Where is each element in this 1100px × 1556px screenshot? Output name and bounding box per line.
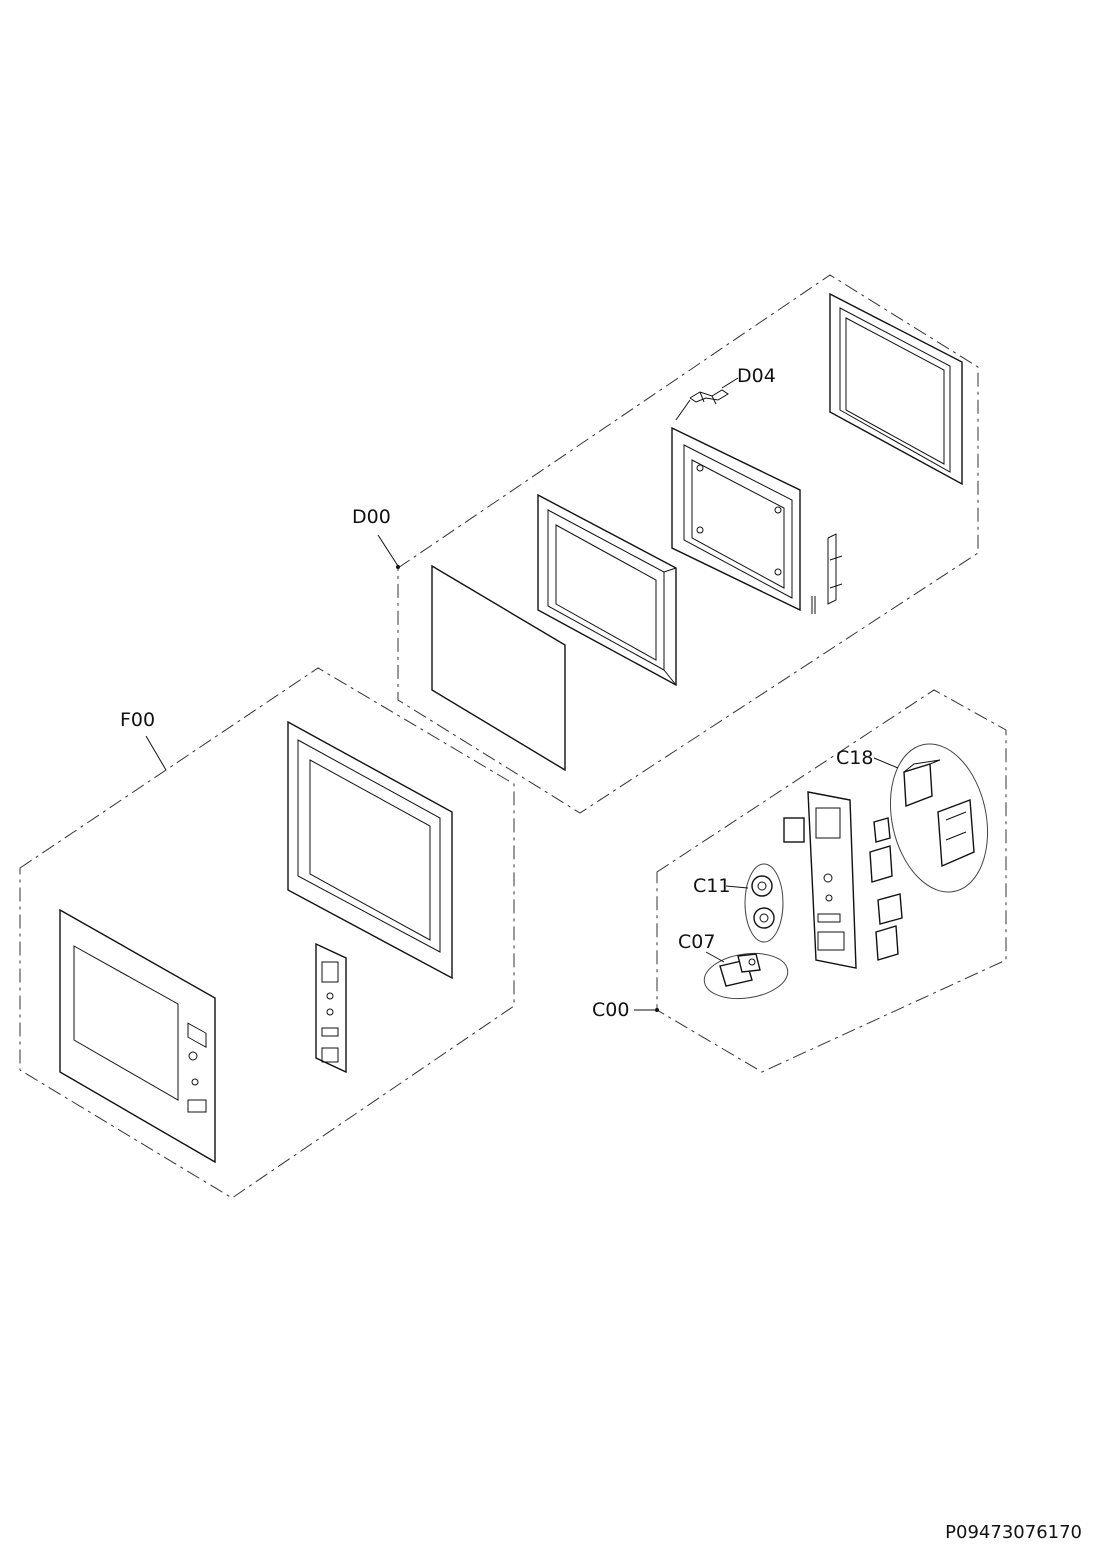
push-buttons[interactable]	[719, 953, 761, 987]
leader-d04	[721, 377, 739, 389]
door-glass-panel[interactable]	[431, 564, 566, 772]
outer-door-frame[interactable]	[829, 292, 963, 486]
control-panel-trim[interactable]	[315, 942, 347, 1074]
label-c11: C11	[693, 875, 730, 897]
control-panel-body[interactable]	[807, 791, 857, 969]
control-switches[interactable]	[869, 817, 903, 961]
mounting-frame[interactable]	[287, 720, 453, 980]
knob-set[interactable]	[751, 875, 775, 929]
label-d00: D00	[352, 506, 391, 528]
door-choke-frame[interactable]	[671, 426, 801, 612]
c18-detail-ellipse	[889, 743, 989, 893]
door-hinge-part[interactable]	[689, 389, 729, 405]
leader-c18	[873, 757, 899, 769]
display-window[interactable]	[783, 817, 805, 843]
c11-detail-ellipse	[744, 863, 784, 943]
label-c00: C00	[592, 999, 629, 1021]
group-d00-door-assembly: D04 D00	[352, 274, 979, 814]
inner-door-frame[interactable]	[537, 493, 677, 687]
group-d00-outline	[397, 274, 979, 814]
leader-c11	[725, 885, 749, 889]
control-board-module[interactable]	[903, 759, 975, 868]
label-c07: C07	[678, 931, 715, 953]
group-c00-control-panel: C18 C11	[592, 689, 1007, 1073]
group-f00-front-frame: F00	[19, 667, 515, 1199]
label-f00: F00	[120, 709, 155, 731]
leader-d00	[377, 534, 399, 567]
leader-f00	[145, 735, 167, 771]
door-latch-hooks[interactable]	[811, 533, 843, 614]
label-c18: C18	[836, 747, 873, 769]
group-f00-outline	[19, 667, 515, 1199]
c07-detail-ellipse	[703, 952, 789, 1000]
drawing-code: P09473076170	[945, 1522, 1082, 1543]
front-facia-panel[interactable]	[59, 908, 216, 1164]
leader-c07	[705, 951, 725, 963]
label-d04: D04	[737, 365, 776, 387]
